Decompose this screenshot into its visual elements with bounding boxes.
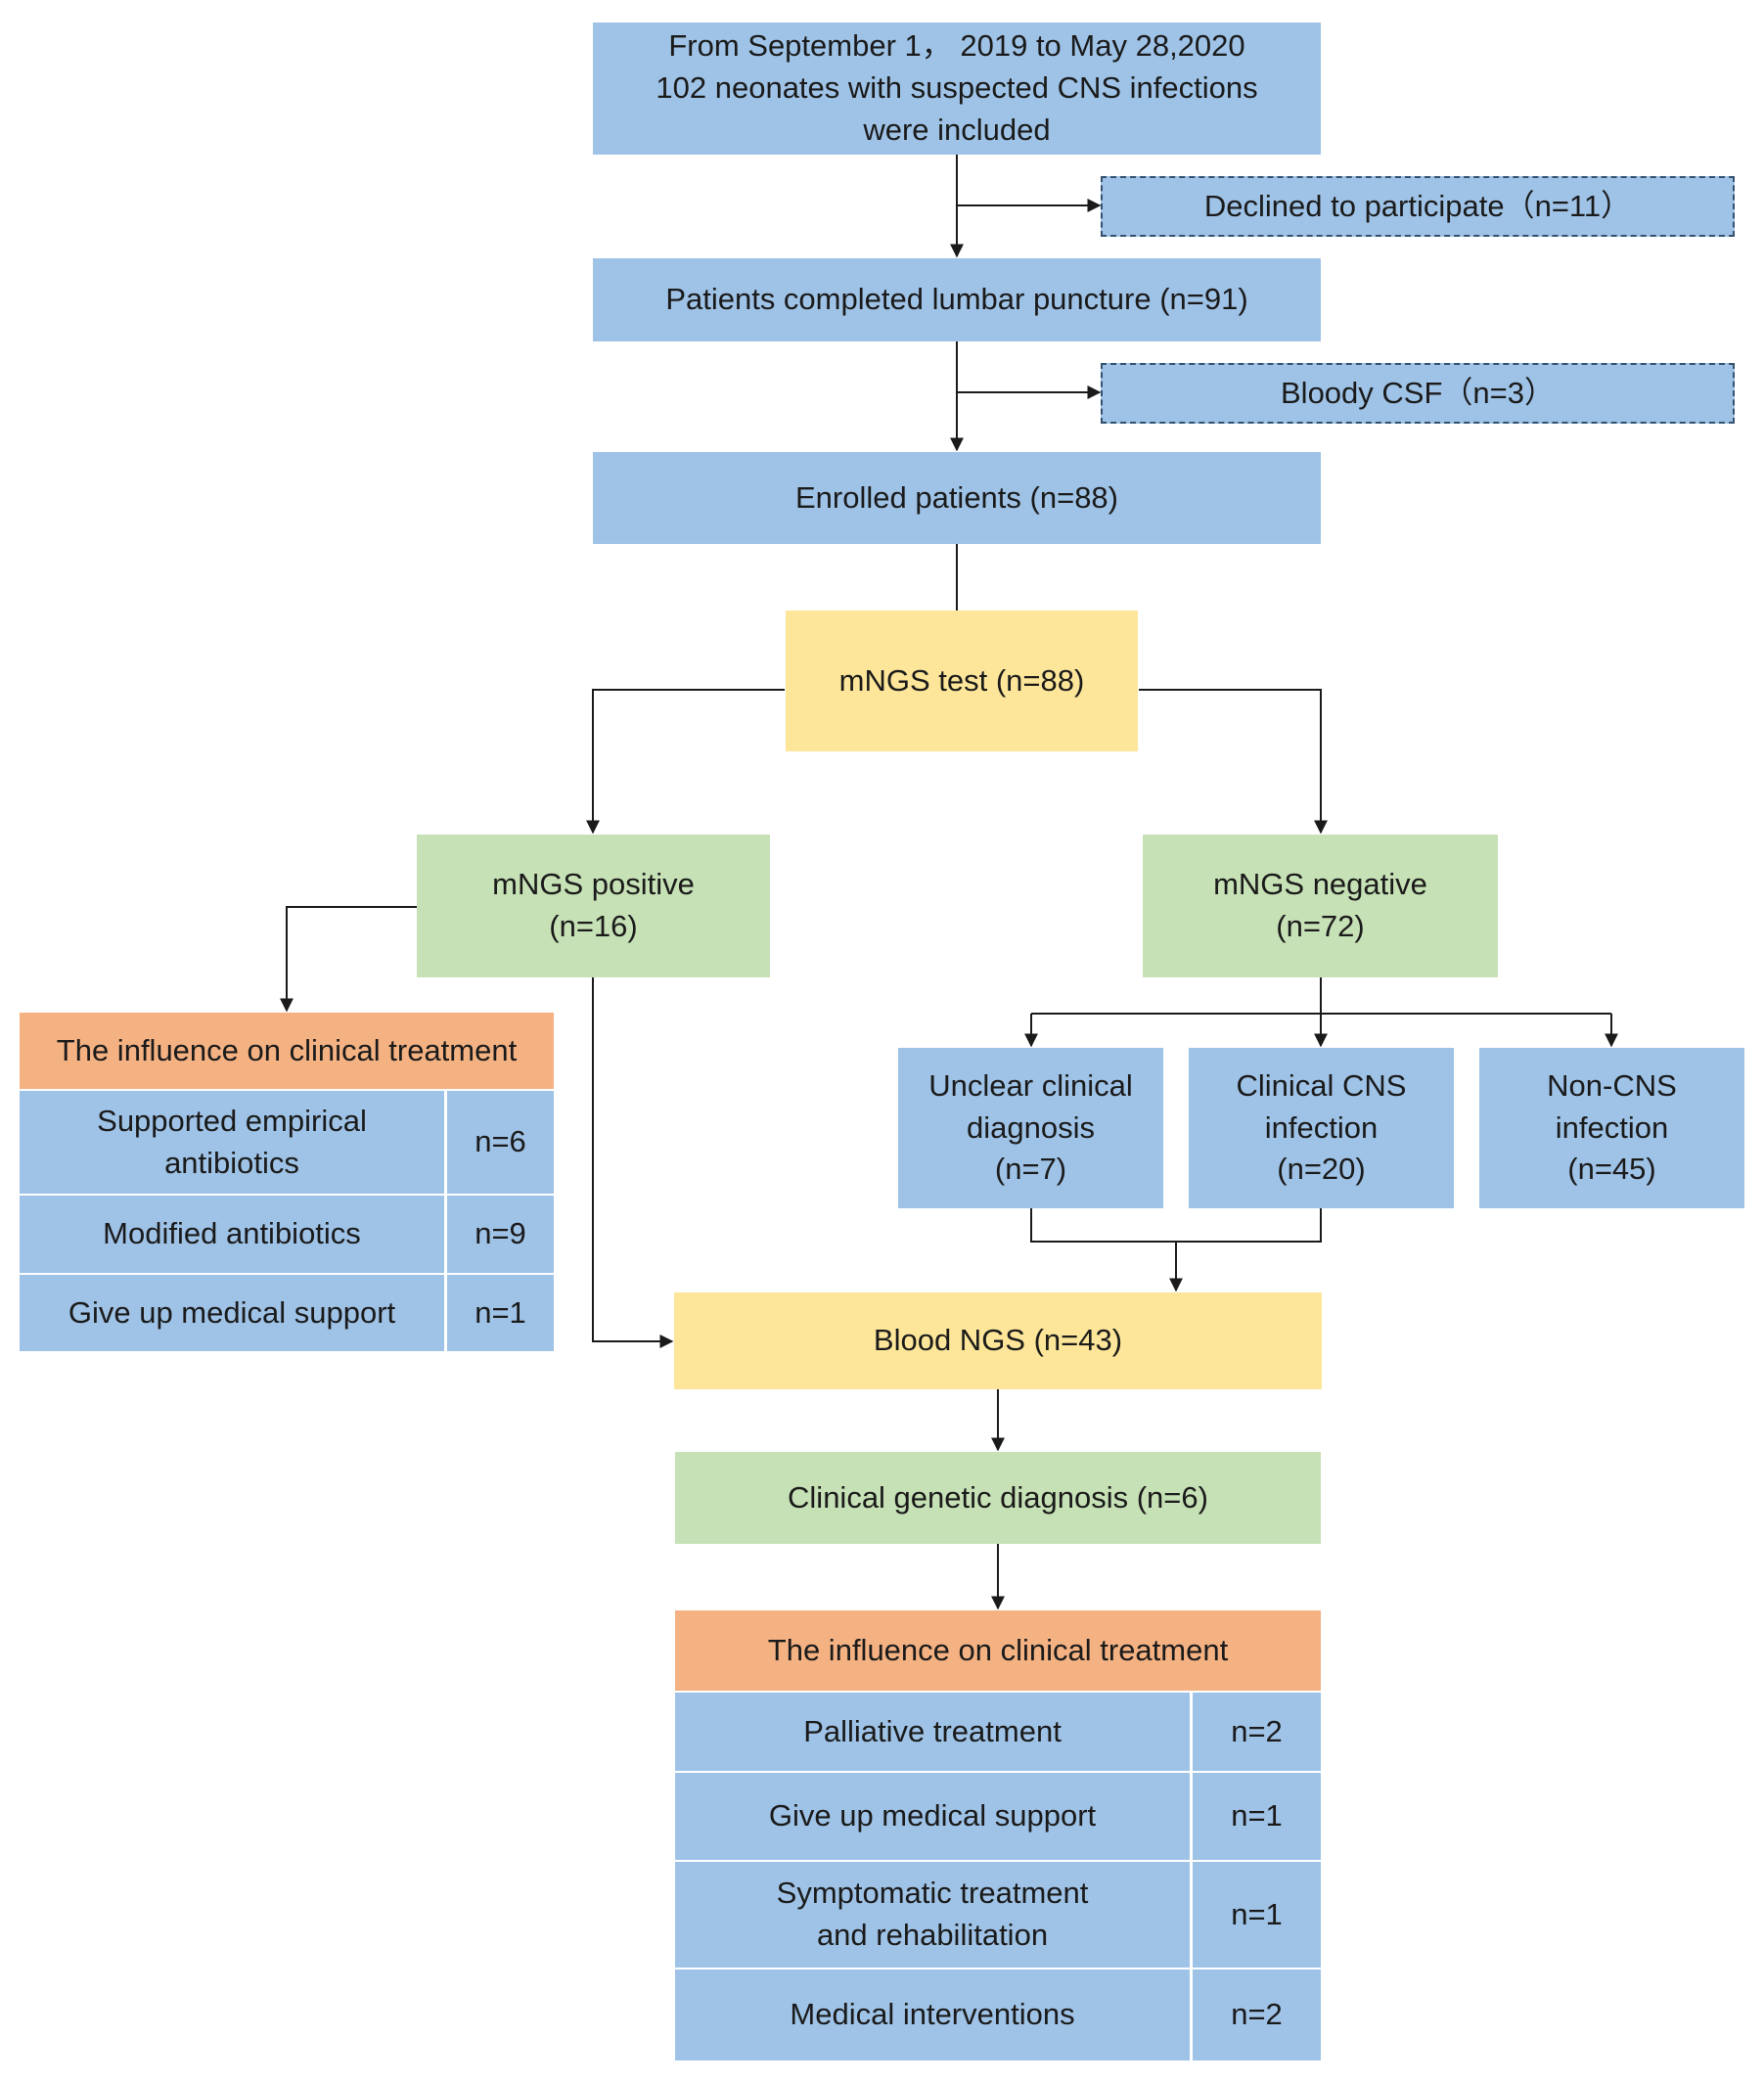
mngs-positive-box: mNGS positive (n=16) — [417, 835, 770, 977]
left-row-count: n=9 — [447, 1196, 554, 1273]
bottom-row-count: n=2 — [1193, 1969, 1321, 2060]
mngs-test-box: mNGS test (n=88) — [786, 611, 1138, 751]
left-table-header: The influence on clinical treatment — [20, 1013, 554, 1089]
left-row-count: n=1 — [447, 1275, 554, 1351]
bottom-row-label: Symptomatic treatment and rehabilitation — [675, 1862, 1190, 1968]
bottom-row-label: Give up medical support — [675, 1773, 1190, 1860]
left-row-label: Give up medical support — [20, 1275, 444, 1351]
included-box: From September 1， 2019 to May 28,2020 10… — [593, 23, 1321, 155]
bottom-table-header: The influence on clinical treatment — [675, 1610, 1321, 1691]
mngs-negative-box: mNGS negative (n=72) — [1143, 835, 1498, 977]
unclear-diagnosis-box: Unclear clinical diagnosis (n=7) — [898, 1048, 1163, 1208]
arrow-mngs-to-positive — [586, 689, 785, 835]
arrow-positive-to-left-table — [280, 906, 417, 1013]
genetic-diagnosis-box: Clinical genetic diagnosis (n=6) — [675, 1452, 1321, 1544]
left-row-label: Modified antibiotics — [20, 1196, 444, 1273]
blood-ngs-box: Blood NGS (n=43) — [674, 1292, 1322, 1389]
enrolled-box: Enrolled patients (n=88) — [593, 452, 1321, 544]
non-cns-box: Non-CNS infection (n=45) — [1479, 1048, 1744, 1208]
left-row-label: Supported empirical antibiotics — [20, 1091, 444, 1194]
arrow-mngs-to-negative — [1139, 689, 1328, 835]
left-row-count: n=6 — [447, 1091, 554, 1194]
line-merge-bottom — [1030, 1208, 1322, 1243]
arrow-positive-to-blood-ngs — [592, 977, 674, 1348]
bloody-csf-box: Bloody CSF（n=3） — [1101, 363, 1735, 424]
clinical-cns-box: Clinical CNS infection (n=20) — [1189, 1048, 1454, 1208]
bottom-row-label: Palliative treatment — [675, 1693, 1190, 1771]
bottom-row-count: n=1 — [1193, 1773, 1321, 1860]
bottom-row-count: n=1 — [1193, 1862, 1321, 1968]
declined-box: Declined to participate（n=11） — [1101, 176, 1735, 237]
lumbar-puncture-box: Patients completed lumbar puncture (n=91… — [593, 258, 1321, 341]
bottom-row-label: Medical interventions — [675, 1969, 1190, 2060]
bottom-row-count: n=2 — [1193, 1693, 1321, 1771]
